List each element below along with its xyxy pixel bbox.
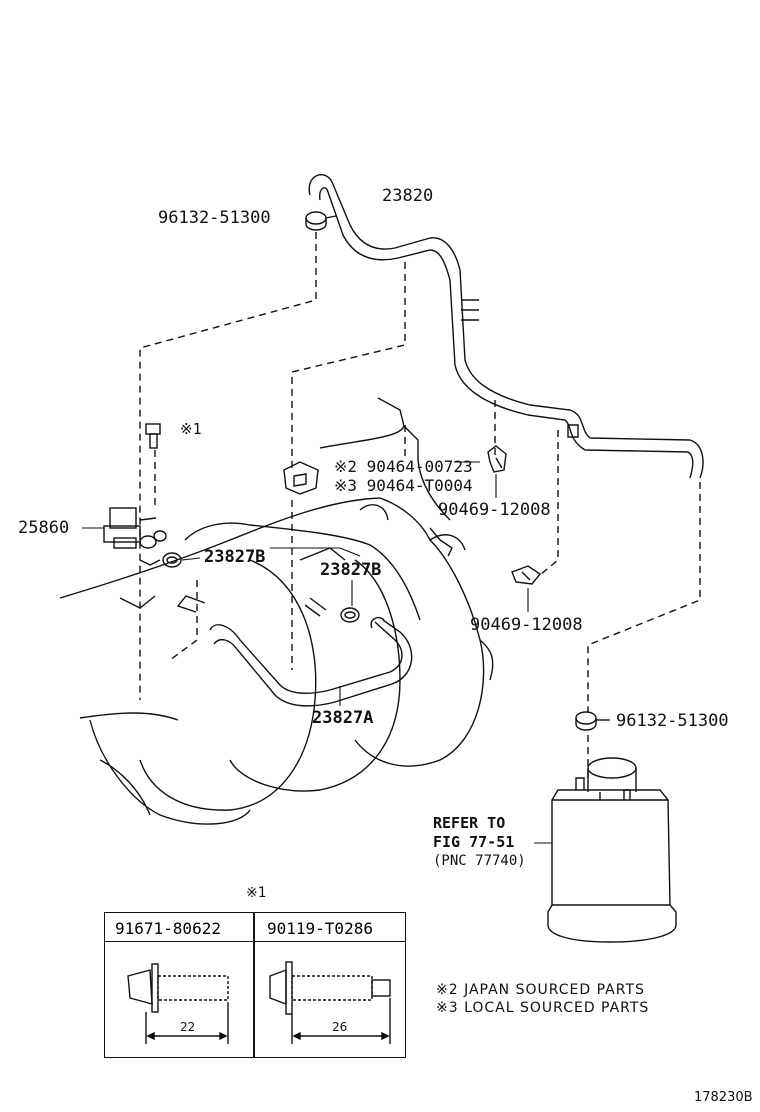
bolt-table: 91671-80622 90119-T0286 <box>104 912 406 1058</box>
table-bolts <box>127 961 391 1044</box>
hose-23820 <box>308 173 704 479</box>
dashed-leaders <box>139 232 701 780</box>
label-leaders <box>82 461 552 844</box>
hose-23827b-pieces <box>299 547 346 617</box>
refer-line2: FIG 77-51 <box>433 833 515 851</box>
note-local-sourced: ※3 LOCAL SOURCED PARTS <box>436 1000 650 1016</box>
label-sym3-part: ※3 90464-T0004 <box>334 476 473 495</box>
clamp-90469-a <box>487 445 507 473</box>
intake-manifold <box>59 397 494 825</box>
label-90469-b: 90469-12008 <box>470 615 583 635</box>
table-sym1: ※1 <box>246 885 267 901</box>
charcoal-canister <box>547 757 677 943</box>
label-96132-bottom: 96132-51300 <box>616 711 729 731</box>
bolt-dim-22: 22 <box>180 1020 196 1034</box>
label-sym1: ※1 <box>180 420 202 438</box>
hose-23827a <box>209 616 413 707</box>
bolt-sym1 <box>145 423 161 449</box>
label-23827b-1: 23827B <box>204 547 266 567</box>
diagram-id: 178230B <box>694 1090 753 1105</box>
bolt-table-col1-part: 91671-80622 <box>115 919 221 938</box>
note-japan-sourced: ※2 JAPAN SOURCED PARTS <box>436 982 645 998</box>
bolt-table-divider <box>253 913 255 1057</box>
refer-line1: REFER TO <box>433 814 506 832</box>
label-25860: 25860 <box>18 518 70 538</box>
clamps-23827b <box>162 552 360 623</box>
label-96132-top: 96132-51300 <box>158 208 271 228</box>
label-23820: 23820 <box>382 186 434 206</box>
refer-line3: (PNC 77740) <box>433 853 526 869</box>
bolt-table-col2-part: 90119-T0286 <box>267 919 373 938</box>
label-23827b-2: 23827B <box>320 560 382 580</box>
vsv-25860 <box>103 507 167 566</box>
label-23827a: 23827A <box>312 708 374 728</box>
clamp-90469-b <box>511 565 542 585</box>
label-sym2-part: ※2 90464-00723 <box>334 457 473 476</box>
clamp-96132-bottom <box>575 711 610 731</box>
label-90469-a: 90469-12008 <box>438 500 551 520</box>
clamp-96132-top <box>305 211 337 231</box>
clip-90464 <box>283 461 319 495</box>
bolt-table-header <box>105 913 405 942</box>
bolt-dim-26: 26 <box>332 1020 348 1034</box>
